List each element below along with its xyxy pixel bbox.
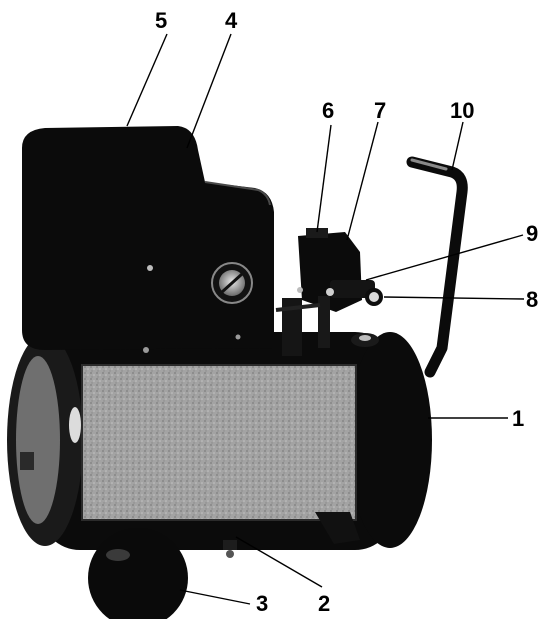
handle [406, 156, 468, 378]
leader-line-8 [383, 296, 525, 300]
callout-2: 2 [318, 591, 330, 616]
leader-line-10 [451, 121, 464, 171]
pressure-switch-assembly [275, 228, 375, 356]
callout-3: 3 [256, 591, 268, 616]
leader-line-5 [126, 33, 168, 127]
leader-line-2 [235, 536, 323, 588]
callout-5: 5 [155, 8, 167, 33]
callout-10: 10 [450, 98, 474, 123]
motor-housing [22, 126, 274, 353]
wheel [88, 528, 188, 619]
callout-4: 4 [225, 8, 238, 33]
callout-8: 8 [526, 287, 538, 312]
leader-line-3 [179, 589, 251, 605]
callout-7: 7 [374, 98, 386, 123]
callout-1: 1 [512, 406, 524, 431]
leader-line-9 [365, 234, 524, 281]
leader-line-6 [316, 124, 332, 233]
housing-gauge [211, 262, 253, 304]
leader-line-4 [186, 33, 232, 149]
callout-6: 6 [322, 98, 334, 123]
outlet-coupling [365, 288, 383, 306]
rear-foot [315, 512, 360, 544]
callout-9: 9 [526, 221, 538, 246]
leader-lines [126, 33, 525, 605]
callout-numbers: 5 4 6 7 10 9 8 1 2 3 [155, 8, 538, 616]
tank-label-panel [81, 364, 357, 521]
drain-valve [223, 540, 237, 558]
tank-fitting [351, 333, 379, 347]
leader-line-7 [346, 121, 379, 241]
